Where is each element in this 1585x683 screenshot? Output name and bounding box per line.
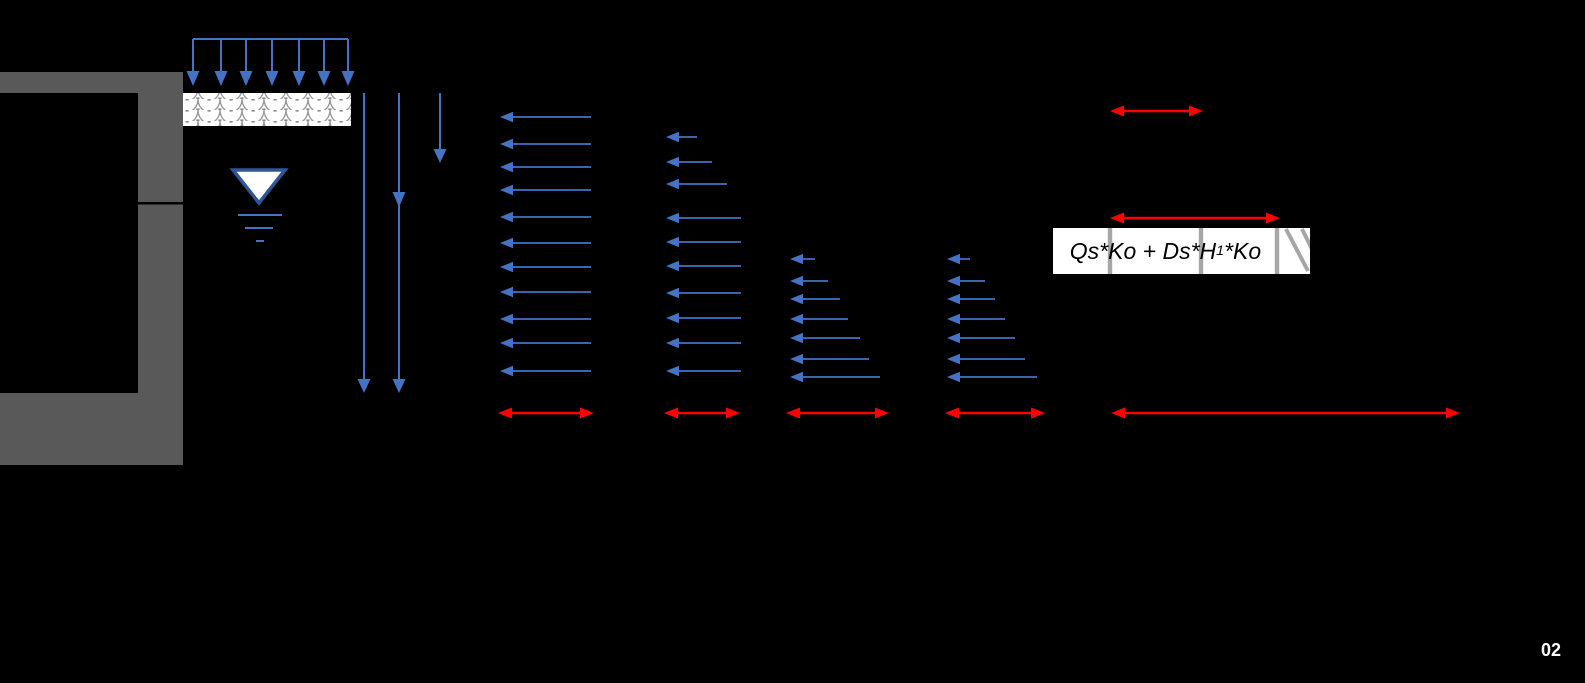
left-arrow-icon — [947, 371, 960, 383]
left-arrow-icon — [666, 236, 679, 248]
down-arrow-icon — [433, 149, 447, 163]
left-arrow-icon — [947, 275, 960, 287]
box-divider — [1274, 228, 1280, 274]
box-divider — [1107, 228, 1113, 274]
right-arrowhead-icon — [1031, 407, 1045, 419]
dim-stepped-pressure-width — [664, 407, 740, 419]
left-arrow-icon — [790, 371, 803, 383]
left-arrow-icon — [790, 293, 803, 305]
left-arrow-icon — [500, 211, 513, 223]
left-arrowhead-icon — [786, 407, 800, 419]
right-arrowhead-icon — [1266, 212, 1280, 224]
left-arrow-icon — [790, 353, 803, 365]
formula-main-text: Qs*Ko + Ds*H — [1069, 237, 1217, 264]
down-arrow-icon — [317, 71, 331, 86]
wall-joint-line — [138, 202, 183, 205]
left-arrow-icon — [666, 260, 679, 272]
left-arrow-icon — [666, 131, 679, 143]
left-arrow-icon — [947, 332, 960, 344]
down-arrow-icon — [341, 71, 355, 86]
down-arrow-icon — [265, 71, 279, 86]
left-arrow-icon — [500, 313, 513, 325]
concrete-wall — [0, 72, 183, 465]
formula-box — [1053, 228, 1310, 274]
depth-reference-line-2 — [392, 93, 406, 393]
backfill-hatch-strip — [183, 93, 351, 126]
left-arrow-icon — [790, 313, 803, 325]
left-arrow-icon — [500, 261, 513, 273]
left-arrow-icon — [500, 237, 513, 249]
triangular-pressure-diagram-2 — [947, 253, 1037, 383]
depth-reference-line-1 — [357, 93, 371, 393]
box-divider — [1198, 228, 1204, 274]
right-arrowhead-icon — [1189, 105, 1203, 117]
depth-reference-line-3 — [433, 93, 447, 163]
box-diagonal-tick — [1284, 228, 1310, 272]
down-arrow-icon — [392, 379, 406, 393]
down-arrow-icon — [292, 71, 306, 86]
dim-triangular-pressure-2-width — [945, 407, 1045, 419]
left-arrow-icon — [790, 253, 803, 265]
water-table-symbol — [229, 168, 289, 242]
down-arrow-icon — [357, 379, 371, 393]
left-arrow-icon — [666, 178, 679, 190]
surcharge-load-arrows — [186, 38, 355, 86]
formula-tail-text: *Ko — [1224, 237, 1262, 264]
down-arrow-icon — [392, 192, 406, 207]
left-arrow-icon — [666, 365, 679, 377]
left-arrowhead-icon — [1110, 212, 1124, 224]
left-arrow-icon — [947, 353, 960, 365]
triangular-pressure-diagram-1 — [790, 253, 880, 383]
box-diagonal-tick — [1300, 228, 1310, 250]
left-arrowhead-icon — [945, 407, 959, 419]
left-arrow-icon — [500, 365, 513, 377]
stepped-pressure-diagram — [666, 131, 741, 377]
uniform-pressure-diagram — [500, 111, 591, 377]
right-arrowhead-icon — [580, 407, 594, 419]
dim-formula-segment-1 — [1110, 105, 1203, 117]
left-arrow-icon — [500, 184, 513, 196]
right-arrowhead-icon — [726, 407, 740, 419]
dim-triangular-pressure-1-width — [786, 407, 889, 419]
left-arrow-icon — [666, 156, 679, 168]
left-arrowhead-icon — [1110, 105, 1124, 117]
left-arrowhead-icon — [1111, 407, 1125, 419]
dim-total-pressure-width — [1111, 407, 1460, 419]
left-arrow-icon — [500, 111, 513, 123]
left-arrow-icon — [947, 313, 960, 325]
left-arrowhead-icon — [498, 407, 512, 419]
left-arrow-icon — [666, 337, 679, 349]
right-arrowhead-icon — [1446, 407, 1460, 419]
left-arrow-icon — [790, 275, 803, 287]
left-arrow-icon — [947, 253, 960, 265]
left-arrow-icon — [666, 287, 679, 299]
down-arrow-icon — [186, 71, 200, 86]
water-table-triangle-icon — [229, 168, 289, 206]
left-arrow-icon — [500, 286, 513, 298]
slide-number: 02 — [1541, 640, 1562, 660]
dim-formula-segment-2 — [1110, 212, 1280, 224]
left-arrow-icon — [666, 312, 679, 324]
left-arrow-icon — [500, 337, 513, 349]
left-arrow-icon — [947, 293, 960, 305]
left-arrow-icon — [500, 161, 513, 173]
left-arrow-icon — [500, 138, 513, 150]
right-arrowhead-icon — [875, 407, 889, 419]
left-arrow-icon — [666, 212, 679, 224]
down-arrow-icon — [214, 71, 228, 86]
left-arrowhead-icon — [664, 407, 678, 419]
down-arrow-icon — [239, 71, 253, 86]
dim-uniform-pressure-width — [498, 407, 594, 419]
left-arrow-icon — [790, 332, 803, 344]
